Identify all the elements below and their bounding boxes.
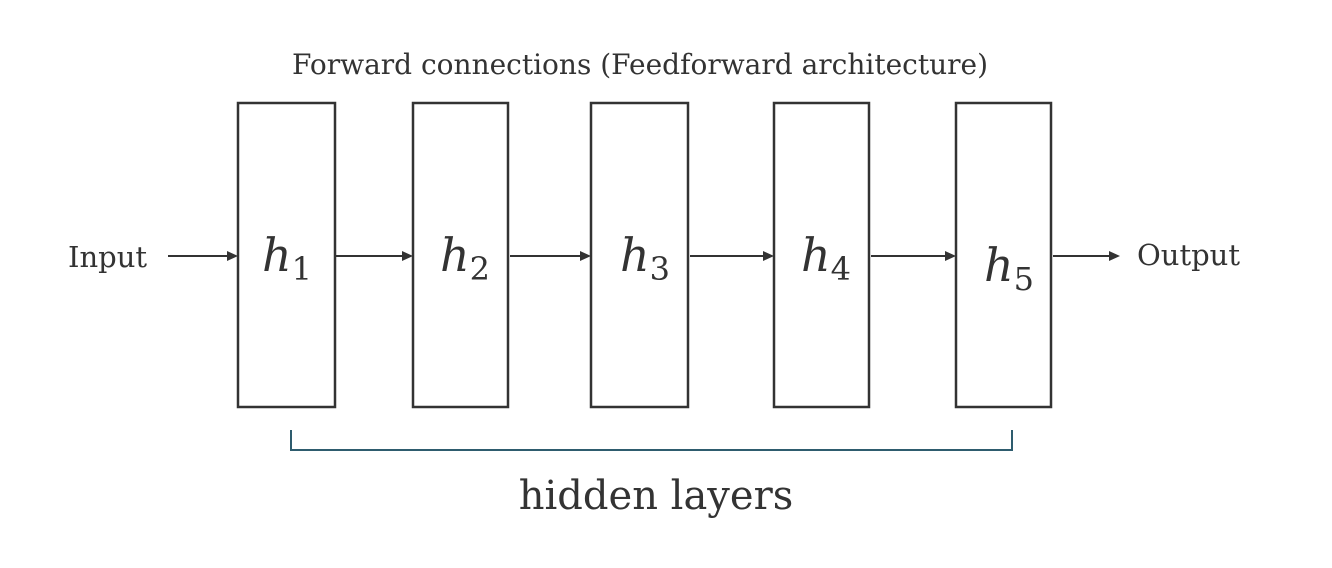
layer-box — [954, 101, 1053, 409]
layer-box — [772, 101, 871, 409]
layer-label: h3 — [620, 228, 670, 288]
layer-box — [236, 101, 337, 409]
arrowhead-h1-h2 — [402, 251, 413, 261]
diagram-title: Forward connections (Feedforward archite… — [292, 48, 988, 81]
input-label: Input — [68, 240, 147, 274]
arrowhead-h3-h4 — [763, 251, 774, 261]
layer-box — [589, 101, 690, 409]
layer-label: h4 — [801, 228, 851, 288]
hidden-layer-1: h1 — [236, 101, 337, 409]
hidden-layer-2: h2 — [411, 101, 510, 409]
arrowhead-input-h1 — [227, 251, 238, 261]
arrows — [168, 251, 1120, 261]
hidden-layer-5: h5 — [954, 101, 1053, 409]
layer-box — [411, 101, 510, 409]
arrowhead-h5-output — [1109, 251, 1120, 261]
hidden-layer-4: h4 — [772, 101, 871, 409]
layer-label: h1 — [262, 228, 312, 288]
arrowhead-h4-h5 — [945, 251, 956, 261]
layer-label: h5 — [984, 238, 1034, 298]
layer-label: h2 — [440, 228, 490, 288]
hidden-layers-label: hidden layers — [519, 473, 793, 519]
arrowhead-h2-h3 — [580, 251, 591, 261]
output-label: Output — [1137, 238, 1240, 272]
hidden-layers-bracket — [290, 430, 1013, 451]
hidden-layer-3: h3 — [589, 101, 690, 409]
